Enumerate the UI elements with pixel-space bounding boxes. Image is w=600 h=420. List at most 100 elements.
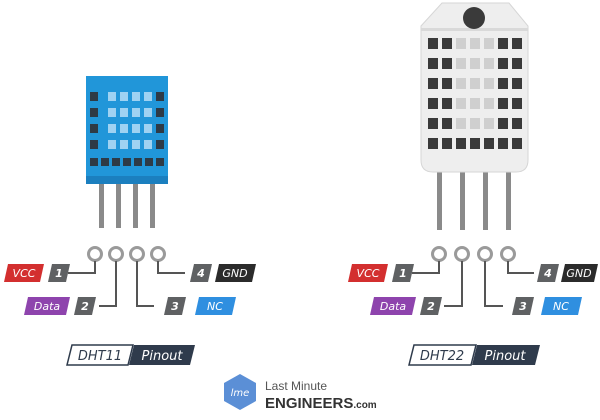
vent-slot: [120, 140, 128, 149]
vent-slot: [144, 92, 152, 101]
vent-slot: [90, 124, 98, 133]
dht22-pin-1-label: 1: [392, 264, 414, 282]
dht11-pin-legs: [99, 182, 155, 228]
svg-text:GND: GND: [566, 267, 591, 280]
dht22-pin-legs: [437, 172, 511, 230]
vent-slot: [156, 92, 164, 101]
dht22-leader-lines: [412, 261, 534, 307]
vent-slot: [120, 108, 128, 117]
vent-slot: [120, 92, 128, 101]
vent-slot: [484, 138, 494, 149]
svg-text:VCC: VCC: [13, 267, 36, 280]
vent-slot: [428, 38, 438, 49]
vent-slot: [512, 58, 522, 69]
vent-slot: [120, 124, 128, 133]
svg-text:NC: NC: [207, 300, 223, 313]
vent-slot: [470, 138, 480, 149]
dht22-mounting-hole: [463, 7, 485, 29]
vent-slot: [484, 38, 494, 49]
vent-slot: [428, 118, 438, 129]
vent-slot: [156, 124, 164, 133]
svg-text:Data: Data: [380, 300, 407, 313]
svg-text:1: 1: [399, 267, 407, 280]
vent-slot: [484, 78, 494, 89]
dht11-caption: DHT11 Pinout: [66, 344, 195, 366]
vent-slot: [442, 78, 452, 89]
vent-slot: [90, 140, 98, 149]
vent-slot: [512, 38, 522, 49]
vent-slot: [156, 158, 164, 166]
dht11-data-label: Data: [24, 297, 70, 315]
vent-slot: [101, 158, 109, 166]
svg-text:2: 2: [427, 300, 435, 313]
svg-text:3: 3: [519, 300, 527, 313]
vent-slot: [512, 98, 522, 109]
vent-slot: [484, 118, 494, 129]
vent-slot: [156, 140, 164, 149]
vent-slot: [470, 98, 480, 109]
vent-slot: [90, 92, 98, 101]
vent-slot: [108, 108, 116, 117]
vent-slot: [484, 98, 494, 109]
vent-slot: [470, 78, 480, 89]
vent-slot: [112, 158, 120, 166]
dht22-gnd-label: GND: [561, 264, 598, 282]
vent-slot: [132, 124, 140, 133]
vent-slot: [442, 138, 452, 149]
vent-slot: [428, 58, 438, 69]
svg-text:GND: GND: [222, 267, 247, 280]
dht11-gnd-label: GND: [215, 264, 256, 282]
vent-slot: [470, 118, 480, 129]
vent-slot: [90, 158, 98, 166]
vent-slot: [498, 38, 508, 49]
svg-text:NC: NC: [553, 300, 569, 313]
vent-slot: [442, 118, 452, 129]
dht22-pin-4-label: 4: [537, 264, 559, 282]
svg-text:VCC: VCC: [357, 267, 380, 280]
vent-slot: [512, 78, 522, 89]
vent-slot: [442, 58, 452, 69]
dht22-caption: DHT22 Pinout: [408, 344, 540, 366]
vent-slot: [498, 58, 508, 69]
dht22-pin-2-label: 2: [420, 297, 442, 315]
vent-slot: [132, 92, 140, 101]
vent-slot: [428, 98, 438, 109]
svg-text:3: 3: [171, 300, 179, 313]
svg-text:DHT11: DHT11: [78, 349, 122, 364]
vent-slot: [108, 92, 116, 101]
vent-slot: [132, 108, 140, 117]
vent-slot: [470, 38, 480, 49]
brand-logo: lme Last Minute ENGINEERS.com: [224, 374, 377, 412]
dht22-pin-3-label: 3: [512, 297, 534, 315]
vent-slot: [512, 118, 522, 129]
brand-line-2: ENGINEERS.com: [265, 395, 377, 412]
dht22-data-label: Data: [370, 297, 416, 315]
dht11-sensor: VCC 1 Data 2 3 NC 4 GND: [4, 76, 256, 366]
brand-line-1: Last Minute: [265, 379, 327, 393]
vent-slot: [156, 108, 164, 117]
vent-slot: [108, 124, 116, 133]
vent-slot: [134, 158, 142, 166]
vent-slot: [442, 98, 452, 109]
vent-slot: [484, 58, 494, 69]
vent-slot: [498, 98, 508, 109]
dht22-pin-pads: [431, 246, 516, 262]
vent-slot: [456, 138, 466, 149]
vent-slot: [144, 108, 152, 117]
vent-slot: [144, 140, 152, 149]
vent-slot: [108, 140, 116, 149]
vent-slot: [498, 78, 508, 89]
svg-text:DHT22: DHT22: [420, 349, 464, 364]
brand-hexagon-icon: [224, 374, 256, 410]
dht11-pin-4-label: 4: [190, 264, 212, 282]
vent-slot: [498, 118, 508, 129]
vent-slot: [470, 58, 480, 69]
svg-text:Pinout: Pinout: [142, 349, 184, 364]
svg-text:4: 4: [196, 267, 205, 280]
vent-slot: [456, 98, 466, 109]
vent-slot: [123, 158, 131, 166]
dht22-vent-grid: [428, 38, 522, 149]
svg-text:Data: Data: [34, 300, 61, 313]
vent-slot: [456, 118, 466, 129]
